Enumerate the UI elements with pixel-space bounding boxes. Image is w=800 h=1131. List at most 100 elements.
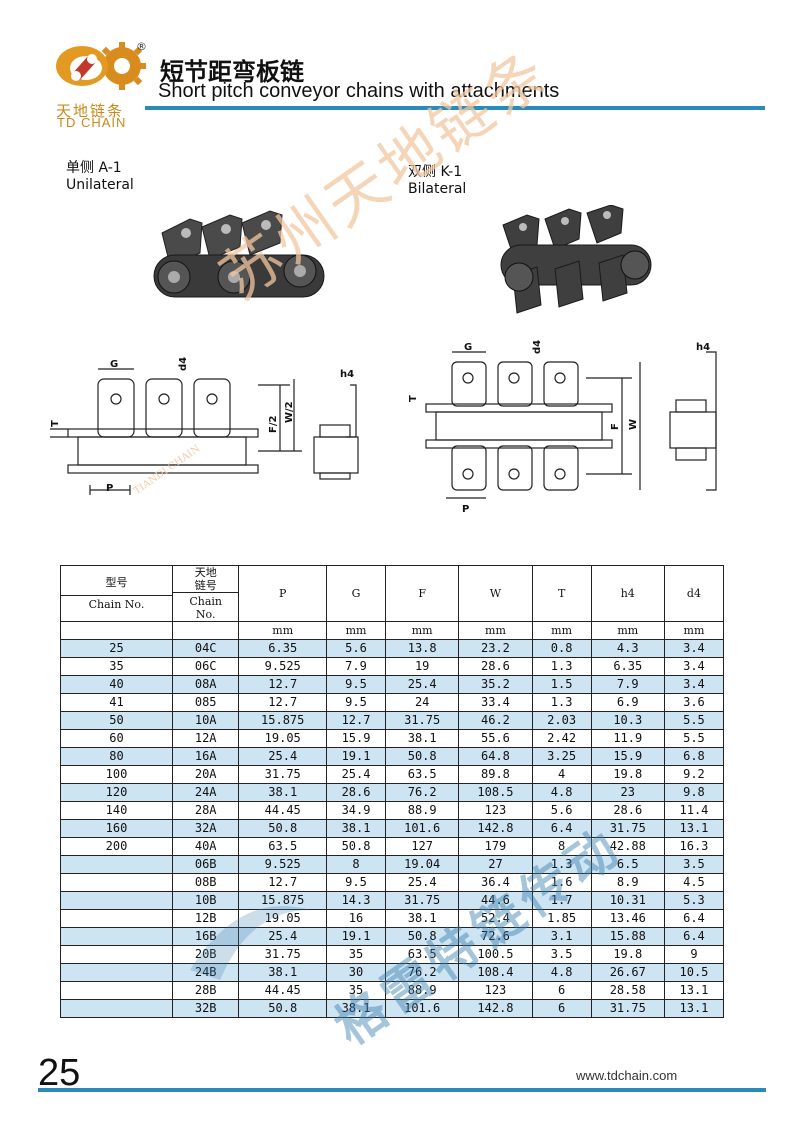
cell-f: 88.9 [385,801,460,820]
cell-h4: 6.5 [590,855,665,874]
unit-g: mm [325,621,387,640]
cell-f: 50.8 [385,747,460,766]
cell-h4: 31.75 [590,819,665,838]
cell-model [60,873,173,892]
col-header-t: T [531,565,592,622]
cell-tiandi-no: 20A [171,765,240,784]
cell-tiandi-no: 10A [171,711,240,730]
cell-w: 35.2 [458,675,533,694]
cell-w: 55.6 [458,729,533,748]
unit-d4: mm [663,621,725,640]
unit-p: mm [238,621,327,640]
dim-label-t: T [50,420,61,427]
cell-t: 3.5 [531,945,592,964]
cell-h4: 31.75 [590,999,665,1018]
cell-d4: 9 [663,945,725,964]
dim-label-f: F [610,423,621,430]
cell-p: 15.875 [238,891,327,910]
cell-d4: 3.4 [663,639,725,658]
cell-h4: 8.9 [590,873,665,892]
cell-g: 19.1 [325,747,387,766]
cell-w: 23.2 [458,639,533,658]
cell-t: 1.7 [531,891,592,910]
cell-g: 9.5 [325,873,387,892]
cell-t: 1.85 [531,909,592,928]
cell-d4: 4.5 [663,873,725,892]
cell-g: 38.1 [325,999,387,1018]
cell-t: 6 [531,999,592,1018]
cell-f: 24 [385,693,460,712]
cell-d4: 13.1 [663,819,725,838]
cell-h4: 6.35 [590,657,665,676]
dim-label-h4-bilateral: h4 [696,342,710,353]
cell-w: 44.6 [458,891,533,910]
cell-t: 8 [531,837,592,856]
cell-tiandi-no: 085 [171,693,240,712]
cell-tiandi-no: 06C [171,657,240,676]
cell-model [60,855,173,874]
cell-d4: 16.3 [663,837,725,856]
cell-h4: 15.88 [590,927,665,946]
cell-w: 142.8 [458,819,533,838]
cell-t: 4.8 [531,783,592,802]
registered-mark: ® [136,40,147,53]
cell-d4: 5.3 [663,891,725,910]
cell-w: 33.4 [458,693,533,712]
cell-f: 38.1 [385,909,460,928]
page-title-english: Short pitch conveyor chains with attachm… [158,80,560,102]
cell-f: 13.8 [385,639,460,658]
cell-g: 14.3 [325,891,387,910]
cell-p: 63.5 [238,837,327,856]
cell-g: 12.7 [325,711,387,730]
cell-h4: 6.9 [590,693,665,712]
cell-p: 6.35 [238,639,327,658]
spec-table: 型号 Chain No. 天地 链号 Chain No. P G F W T h… [60,565,725,1018]
cell-t: 2.42 [531,729,592,748]
cell-p: 15.875 [238,711,327,730]
unilateral-label-en: Unilateral [66,177,134,193]
cell-h4: 11.9 [590,729,665,748]
cell-d4: 3.4 [663,657,725,676]
cell-h4: 28.6 [590,801,665,820]
cell-model: 25 [60,639,173,658]
cell-f: 63.5 [385,765,460,784]
unilateral-chain-photo [153,210,325,298]
website-link[interactable]: www.tdchain.com [576,1068,678,1083]
cell-h4: 28.58 [590,981,665,1000]
col-header-model: 型号 Chain No. [60,565,173,622]
cell-t: 6 [531,981,592,1000]
bilateral-label: 双侧 K-1 Bilateral [408,164,466,198]
cell-h4: 42.88 [590,837,665,856]
cell-d4: 3.4 [663,675,725,694]
cell-w: 108.5 [458,783,533,802]
cell-f: 31.75 [385,891,460,910]
cell-h4: 19.8 [590,765,665,784]
unilateral-label-cn: 单侧 A-1 [66,160,122,176]
cell-tiandi-no: 28A [171,801,240,820]
header-rule [145,106,765,110]
cell-w: 123 [458,981,533,1000]
cell-t: 1.3 [531,657,592,676]
cell-w: 89.8 [458,765,533,784]
cell-model [60,909,173,928]
cell-p: 9.525 [238,657,327,676]
cell-g: 9.5 [325,675,387,694]
cell-model [60,927,173,946]
cell-h4: 10.3 [590,711,665,730]
col-header-f: F [385,565,460,622]
col-header-h4: h4 [590,565,665,622]
cell-f: 88.9 [385,981,460,1000]
cell-model: 140 [60,801,173,820]
page-number: 25 [38,1052,81,1094]
unilateral-technical-drawing: G d4 T F/2 W/2 h4 P [50,357,359,495]
cell-d4: 3.5 [663,855,725,874]
cell-model: 80 [60,747,173,766]
cell-g: 5.6 [325,639,387,658]
